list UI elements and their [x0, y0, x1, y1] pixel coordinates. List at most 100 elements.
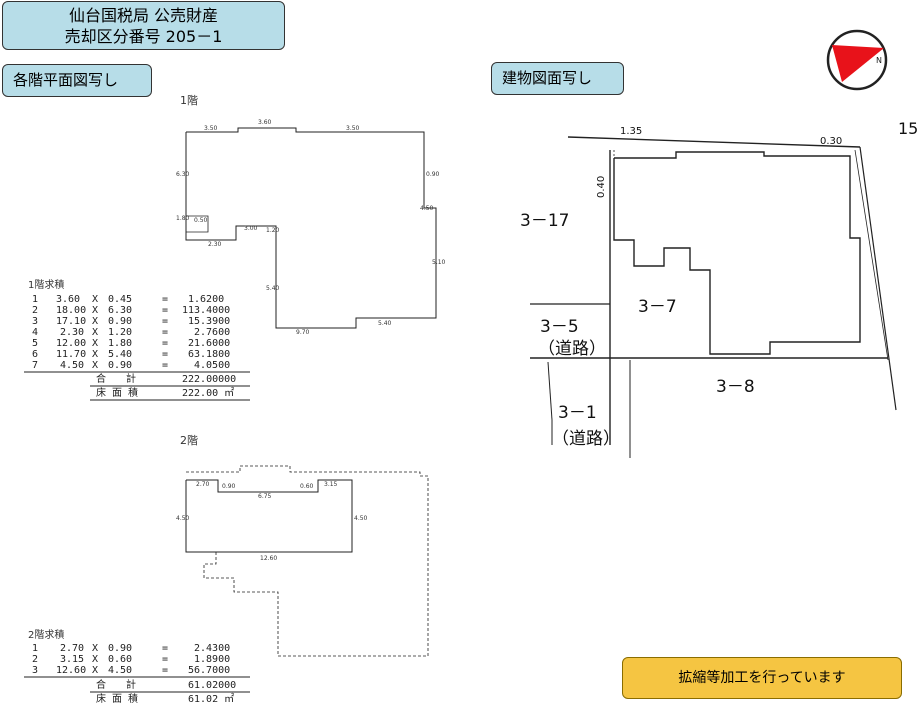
f1-dim: 5.40 — [266, 285, 280, 292]
f2-total: 61.02000 — [188, 680, 236, 691]
lot-3-7: 3－7 — [638, 297, 677, 317]
svg-text:3: 3 — [32, 665, 38, 676]
north-compass-icon: N — [826, 29, 888, 91]
f1-dim: 5.40 — [378, 320, 392, 327]
svg-text:=: = — [162, 360, 168, 371]
svg-text:X: X — [92, 349, 98, 360]
f1-dim: 2.30 — [208, 241, 222, 248]
svg-text:12.60: 12.60 — [56, 665, 86, 676]
lot-3-17: 3－17 — [520, 211, 569, 231]
svg-text:X: X — [92, 294, 98, 305]
f1-dim: 3.50 — [346, 125, 360, 132]
svg-text:1.6200: 1.6200 — [188, 294, 224, 305]
svg-text:4.0500: 4.0500 — [194, 360, 230, 371]
svg-text:2.4300: 2.4300 — [194, 643, 230, 654]
svg-text:1.20: 1.20 — [108, 327, 132, 338]
f1-dim: 3.00 — [244, 225, 258, 232]
svg-text:0.90: 0.90 — [108, 316, 132, 327]
site-labels: 1.35 0.30 0.40 15 3－17 3－7 3－5 （道路） 3－8 … — [520, 119, 918, 449]
f1-total-label: 合 計 — [96, 372, 136, 385]
property-title-box: 仙台国税局 公売財産 売却区分番号 205－1 — [2, 1, 285, 50]
svg-text:6: 6 — [32, 349, 38, 360]
lot-3-1: 3－1 — [558, 403, 597, 423]
f2-dim: 4.50 — [176, 515, 190, 522]
f2-dim: 0.60 — [300, 483, 314, 490]
f1-dim: 6.30 — [176, 171, 190, 178]
scaling-notice: 拡縮等加工を行っています — [622, 657, 902, 699]
floor1-plan — [185, 127, 437, 329]
svg-text:X: X — [92, 665, 98, 676]
svg-text:2.7600: 2.7600 — [194, 327, 230, 338]
svg-text:1: 1 — [32, 294, 38, 305]
svg-text:=: = — [162, 305, 168, 316]
svg-text:1.8900: 1.8900 — [194, 654, 230, 665]
svg-text:21.6000: 21.6000 — [188, 338, 230, 349]
f2-total-label: 合 計 — [96, 678, 136, 691]
svg-text:X: X — [92, 338, 98, 349]
svg-text:17.10: 17.10 — [56, 316, 86, 327]
f1-dim: 1.20 — [266, 227, 280, 234]
svg-text:12.00: 12.00 — [56, 338, 86, 349]
svg-text:X: X — [92, 327, 98, 338]
compass-letter: N — [876, 56, 882, 65]
svg-text:X: X — [92, 360, 98, 371]
svg-text:3.60: 3.60 — [56, 294, 80, 305]
svg-text:=: = — [162, 665, 168, 676]
svg-text:0.45: 0.45 — [108, 294, 132, 305]
svg-text:0.90: 0.90 — [108, 643, 132, 654]
floor2-plan — [185, 465, 429, 657]
f1-dim: 5.10 — [432, 259, 446, 266]
floor2-calc-title: 2階求積 — [28, 628, 64, 641]
svg-text:X: X — [92, 316, 98, 327]
f2-dim: 2.70 — [196, 481, 210, 488]
svg-text:=: = — [162, 338, 168, 349]
f2-area-label: 床 面 積 — [96, 692, 138, 705]
svg-text:2: 2 — [32, 654, 38, 665]
f2-dim: 12.60 — [260, 555, 277, 562]
svg-text:=: = — [162, 316, 168, 327]
f1-dim: 1.80 — [176, 215, 190, 222]
svg-text:X: X — [92, 654, 98, 665]
svg-text:56.7000: 56.7000 — [188, 665, 230, 676]
svg-text:6.30: 6.30 — [108, 305, 132, 316]
f1-dim: 0.50 — [194, 217, 208, 224]
f2-dim: 4.50 — [354, 515, 368, 522]
site-dim: 0.30 — [820, 136, 842, 147]
lot-3-8: 3－8 — [716, 377, 755, 397]
svg-text:18.00: 18.00 — [56, 305, 86, 316]
lot-3-5: 3－5 — [540, 317, 579, 337]
building-plan-label: 建物図面写し — [491, 62, 624, 95]
f2-dim: 6.75 — [258, 493, 272, 500]
floor-plan-label: 各階平面図写し — [2, 64, 152, 97]
site-plan — [530, 136, 897, 458]
f1-dim: 9.70 — [296, 329, 310, 336]
svg-text:5.40: 5.40 — [108, 349, 132, 360]
svg-text:15.3900: 15.3900 — [188, 316, 230, 327]
f1-dim: 4.50 — [420, 205, 434, 212]
svg-text:X: X — [92, 305, 98, 316]
svg-text:5: 5 — [32, 338, 38, 349]
site-dim: 1.35 — [620, 126, 642, 137]
f1-area: 222.00 ㎡ — [182, 387, 234, 399]
site-dim: 0.40 — [596, 176, 607, 198]
title-line-2: 売却区分番号 205－1 — [64, 27, 223, 46]
svg-text:=: = — [162, 654, 168, 665]
floor1-dimensions: 3.50 3.60 3.50 6.30 0.90 1.80 0.50 2.30 … — [176, 119, 446, 336]
f1-dim: 3.60 — [258, 119, 272, 126]
svg-text:0.90: 0.90 — [108, 360, 132, 371]
svg-text:1: 1 — [32, 643, 38, 654]
floor1-calc-title: 1階求積 — [28, 278, 64, 291]
svg-text:4.50: 4.50 — [108, 665, 132, 676]
svg-text:3: 3 — [32, 316, 38, 327]
svg-text:3.15: 3.15 — [60, 654, 84, 665]
f1-dim: 3.50 — [204, 125, 218, 132]
svg-text:2: 2 — [32, 305, 38, 316]
